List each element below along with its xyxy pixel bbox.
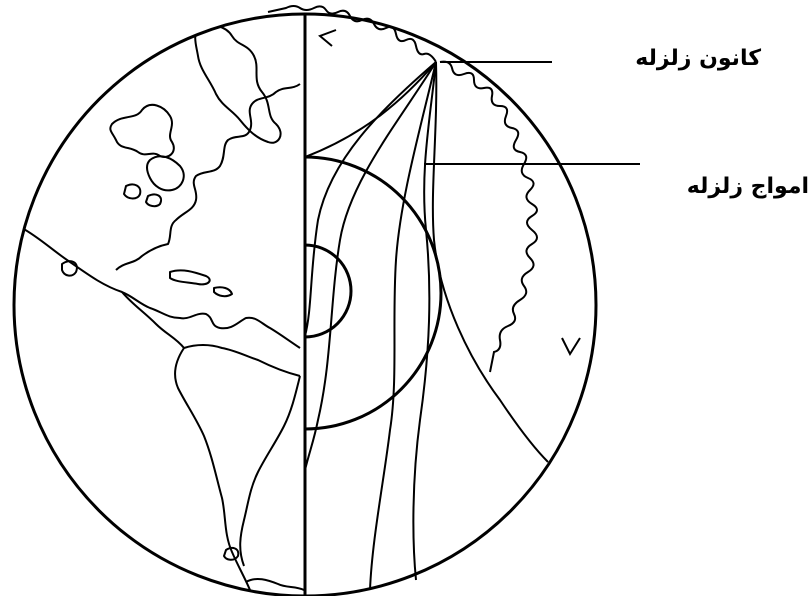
inner-core-boundary [305, 245, 351, 337]
outer-core-boundary [305, 157, 441, 429]
surface-wave-right-arrowhead [562, 338, 580, 354]
small-lake-shape [62, 261, 77, 275]
americas-map [22, 25, 304, 590]
ray-path-2 [305, 62, 436, 336]
caribbean-island-cuba [170, 270, 210, 284]
earthquake-waves-label: امواج زلزله [687, 176, 809, 198]
small-island-1 [124, 184, 140, 198]
caribbean-island-hispaniola [214, 287, 232, 296]
surface-wave-left-arrowhead [320, 30, 336, 46]
hudson-bay-outline [147, 156, 184, 190]
small-island-2 [146, 194, 161, 206]
antarctic-peninsula [246, 579, 304, 590]
central-america-coast [122, 292, 184, 348]
surface-wave-right [440, 62, 537, 372]
north-america-east-coast [116, 84, 300, 270]
greenland-outline [195, 25, 280, 143]
arctic-islands [110, 105, 173, 157]
south-america-east-coast [240, 376, 300, 566]
earthquake-focus-label: کانون زلزله [635, 48, 761, 70]
